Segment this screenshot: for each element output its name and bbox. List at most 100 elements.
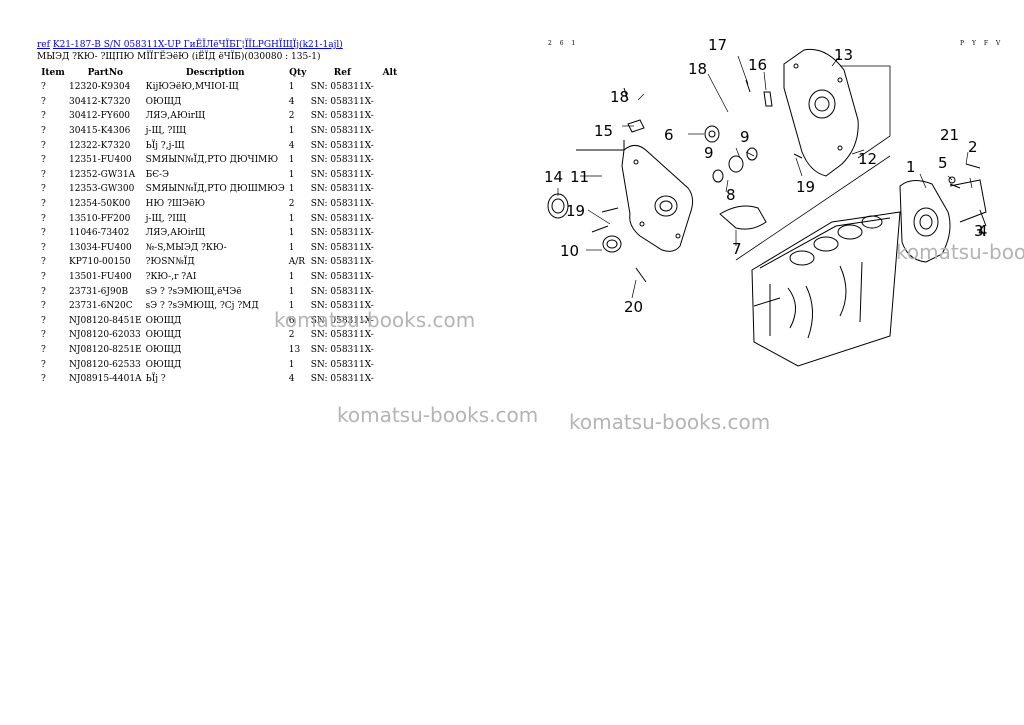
cell-qty: 1 <box>288 82 295 93</box>
cell-description: ЬЇј ? <box>145 374 166 385</box>
end-plate-drawing <box>899 179 987 263</box>
cell-ref: SN: 058311X- <box>310 344 374 355</box>
cell-alt <box>376 153 404 168</box>
cell-qty: 1 <box>288 228 295 239</box>
cell-qty: 1 <box>288 184 295 195</box>
cell-partno: 23731-6J90B <box>69 286 129 297</box>
page-number: 2 6 1 <box>548 40 579 47</box>
cell-description: ЬЇј ?,ј-Щ <box>145 140 185 151</box>
ref-link[interactable]: ref <box>37 40 50 50</box>
cell-alt <box>376 270 404 285</box>
cell-partno: 12354-50K00 <box>69 199 131 210</box>
cell-item: ? <box>41 242 46 253</box>
cell-alt <box>376 255 404 270</box>
cell-alt <box>376 197 404 212</box>
callout-number: 6 <box>664 126 674 144</box>
cell-alt <box>376 80 404 95</box>
cell-item: ? <box>41 155 46 166</box>
cell-item: ? <box>41 140 46 151</box>
callout-number: 20 <box>624 298 643 316</box>
cell-alt <box>376 226 404 241</box>
cell-ref: SN: 058311X- <box>310 169 374 180</box>
cell-qty: 4 <box>288 96 295 107</box>
cell-qty: 1 <box>288 155 295 166</box>
cell-description: ј-Щ, ?ІЩ <box>145 126 187 137</box>
cell-description: sЭ ? ?sЭМЮЩ,ёЧЭё <box>145 286 242 297</box>
cell-item: ? <box>41 359 46 370</box>
cell-alt <box>376 357 404 372</box>
cell-item: ? <box>41 199 46 210</box>
cell-qty: 2 <box>288 111 295 122</box>
cell-partno: 12353-GW300 <box>69 184 135 195</box>
cell-alt <box>376 372 404 387</box>
cell-item: ? <box>41 272 46 283</box>
cell-description: ОЮЩД <box>145 359 182 370</box>
gear-case-cover-drawing <box>783 48 891 177</box>
cell-description: SМЯЫN№ЇД,РТО ДЮЧІМЮ <box>145 155 279 166</box>
cell-qty: 1 <box>288 301 295 312</box>
cell-item: ? <box>41 96 46 107</box>
cell-description: ?ЮSN№ЇД <box>145 257 195 268</box>
cell-partno: 13510-FF200 <box>69 213 131 224</box>
cell-ref: SN: 058311X- <box>310 286 374 297</box>
cell-alt <box>376 124 404 139</box>
cell-partno: 30415-K4306 <box>69 126 131 137</box>
cell-ref: SN: 058311X- <box>310 272 374 283</box>
callout-number: 8 <box>726 186 736 204</box>
page-code: Р Y F V <box>960 40 1004 47</box>
col-alt: Alt <box>382 68 398 78</box>
cell-alt <box>376 95 404 110</box>
cell-qty: 1 <box>288 359 295 370</box>
cell-alt <box>376 211 404 226</box>
cell-alt <box>376 168 404 183</box>
cell-description: ОЮЩД <box>145 330 182 341</box>
cell-ref: SN: 058311X- <box>310 359 374 370</box>
callout-number: 19 <box>566 202 585 220</box>
cell-ref: SN: 058311X- <box>310 257 374 268</box>
cell-alt <box>376 182 404 197</box>
callout-number: 7 <box>732 240 742 258</box>
cell-alt <box>376 284 404 299</box>
timing-cover-drawing <box>576 140 694 252</box>
watermark: komatsu-books.com <box>569 410 771 434</box>
cell-qty: 1 <box>288 272 295 283</box>
cell-ref: SN: 058311X- <box>310 82 374 93</box>
cell-ref: SN: 058311X- <box>310 330 374 341</box>
cell-partno: 12322-K7320 <box>69 140 131 151</box>
cell-partno: 11046-73402 <box>69 228 130 239</box>
callout-number: 14 <box>544 168 563 186</box>
cell-description: ј-Щ, ?ІЩ <box>145 213 187 224</box>
model-link[interactable]: K21-187-B S/N 058311X-UP ГиЁЇЛёЧЇБГ¦ЇЇLP… <box>52 40 343 50</box>
cell-ref: SN: 058311X- <box>310 96 374 107</box>
cell-partno: KP710-00150 <box>69 257 131 268</box>
cell-alt <box>376 241 404 256</box>
cell-description: ЛЯЭ,АЮіrЩ <box>145 111 206 122</box>
cell-partno: 12352-GW31A <box>69 169 136 180</box>
callout-number: 18 <box>610 88 629 106</box>
cell-item: ? <box>41 374 46 385</box>
cell-ref: SN: 058311X- <box>310 126 374 137</box>
page-subtitle: МЫЭД ?КЮ- ?ЩПЮ МЇЇГЁЭёЮ (іЁЇД ёЧЇБ)(0300… <box>37 52 321 62</box>
cell-description: ОЮЩД <box>145 344 182 355</box>
cell-qty: 2 <box>288 330 295 341</box>
col-description: Description <box>185 68 245 78</box>
cell-qty: 1 <box>288 126 295 137</box>
cell-ref: SN: 058311X- <box>310 155 374 166</box>
breadcrumb: ref K21-187-B S/N 058311X-UP ГиЁЇЛёЧЇБГ¦… <box>37 40 343 51</box>
cell-qty: 4 <box>288 140 295 151</box>
cell-item: ? <box>41 169 46 180</box>
